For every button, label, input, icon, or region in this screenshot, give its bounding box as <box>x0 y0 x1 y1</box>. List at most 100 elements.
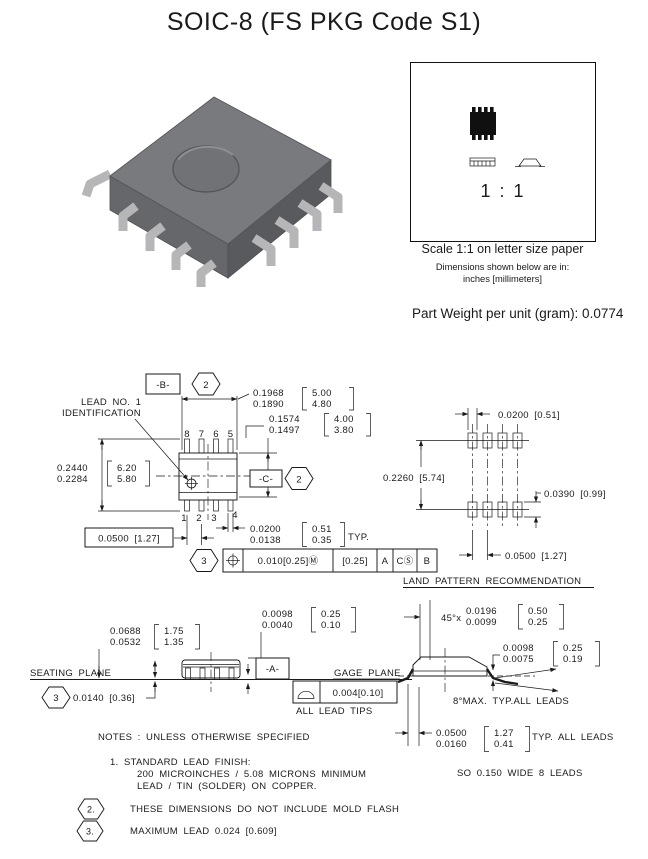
seating-plane-label: SEATING PLANE <box>30 668 111 679</box>
svg-text:0.0390 [0.99]: 0.0390 [0.99] <box>544 489 606 500</box>
svg-text:B: B <box>424 556 431 567</box>
lp-dim-span: 0.2260 [5.74] <box>383 440 445 510</box>
svg-text:0.010[0.25]Ⓜ: 0.010[0.25]Ⓜ <box>258 556 319 567</box>
svg-text:TYP.: TYP. <box>348 532 369 543</box>
svg-text:4: 4 <box>232 510 238 521</box>
part-weight: Part Weight per unit (gram): 0.0774 <box>412 306 624 321</box>
svg-text:0.0098: 0.0098 <box>262 609 293 620</box>
svg-text:0.0500: 0.0500 <box>436 728 467 739</box>
svg-text:0.2440: 0.2440 <box>57 463 88 474</box>
lead-tip-frame: 0.004[0.10] ALL LEAD TIPS <box>292 680 398 717</box>
svg-text:3.80: 3.80 <box>334 425 354 436</box>
svg-text:2: 2 <box>203 380 209 391</box>
land-pattern-title: LAND PATTERN RECOMMENDATION <box>403 576 581 587</box>
datum-a-label: -A- <box>266 664 280 675</box>
svg-text:1.75: 1.75 <box>164 626 184 637</box>
pin-numbers: 8 7 6 5 1 2 3 4 <box>181 429 238 524</box>
svg-text:0.0196: 0.0196 <box>466 606 497 617</box>
svg-text:0.0200: 0.0200 <box>250 524 281 535</box>
svg-text:TYP. ALL LEADS: TYP. ALL LEADS <box>532 732 614 743</box>
svg-text:2: 2 <box>196 513 202 524</box>
page-title: SOIC-8 (FS PKG Code S1) <box>166 8 482 36</box>
side-view-front: SEATING PLANE 0.0688 0.0532 1.75 1.35 <box>30 607 412 709</box>
svg-text:0.1968: 0.1968 <box>253 388 284 399</box>
scale-ratio: 1 : 1 <box>480 181 525 201</box>
svg-text:0.0532: 0.0532 <box>110 637 141 648</box>
svg-text:0.0140 [0.36]: 0.0140 [0.36] <box>73 693 135 704</box>
svg-text:1.27: 1.27 <box>494 728 514 739</box>
dim-body-width: 0.1574 0.1497 4.00 3.80 -C- 2 <box>239 413 371 498</box>
scale-units-note-1: Dimensions shown below are in: <box>435 262 570 272</box>
front-leads <box>185 667 235 680</box>
svg-text:2.: 2. <box>87 805 95 815</box>
svg-text:0.0075: 0.0075 <box>503 654 534 665</box>
svg-text:0.51: 0.51 <box>312 524 332 535</box>
svg-text:MAXIMUM LEAD 0.024 [0.609]: MAXIMUM LEAD 0.024 [0.609] <box>130 826 277 837</box>
svg-text:0.0040: 0.0040 <box>262 620 293 631</box>
lp-dim-pitch: 0.0500 [1.27] <box>459 530 567 562</box>
top-leads <box>184 438 234 512</box>
dim-foot: 0.0500 0.0160 1.27 0.41 TYP. ALL LEADS <box>395 684 614 752</box>
svg-text:3: 3 <box>201 556 207 567</box>
chip-top-view-icon <box>470 107 496 140</box>
svg-text:0.004[0.10]: 0.004[0.10] <box>333 688 384 699</box>
svg-text:7: 7 <box>199 429 205 440</box>
svg-text:4.80: 4.80 <box>312 399 332 410</box>
svg-text:3.: 3. <box>86 827 94 837</box>
dim-lead-width: 0.0200 0.0138 0.51 0.35 TYP. <box>216 513 369 547</box>
dim-lead-thickness: 0.0098 0.0075 0.25 0.19 <box>490 641 600 691</box>
dim-span: 0.2440 0.2284 6.20 5.80 <box>57 438 180 512</box>
notes: NOTES : UNLESS OTHERWISE SPECIFIED 1. ST… <box>76 732 399 842</box>
svg-text:0.25: 0.25 <box>563 643 583 654</box>
svg-text:0.0160: 0.0160 <box>436 739 467 750</box>
svg-text:5: 5 <box>228 429 234 440</box>
svg-text:0.0138: 0.0138 <box>250 535 281 546</box>
svg-text:0.0200 [0.51]: 0.0200 [0.51] <box>498 410 560 421</box>
svg-text:A: A <box>382 556 389 567</box>
svg-text:THESE DIMENSIONS DO NOT INCLUD: THESE DIMENSIONS DO NOT INCLUDE MOLD FLA… <box>130 804 399 815</box>
datum-b-label: -B- <box>156 380 170 391</box>
svg-text:0.1497: 0.1497 <box>269 425 300 436</box>
svg-text:0.2260 [5.74]: 0.2260 [5.74] <box>383 473 445 484</box>
svg-text:1. STANDARD LEAD FINISH:: 1. STANDARD LEAD FINISH: <box>110 757 251 768</box>
svg-text:0.1890: 0.1890 <box>253 399 284 410</box>
land-pads <box>416 424 529 526</box>
position-symbol-icon <box>226 553 240 568</box>
so-package-note: SO 0.150 WIDE 8 LEADS <box>457 768 583 779</box>
top-view: -B- 2 LEAD NO. 1 IDENTIFICATION <box>57 372 438 573</box>
land-pattern: 0.0200 [0.51] 0.2260 [5.74] 0.0390 [0.99… <box>383 408 606 588</box>
dim-coplanarity: 3 0.0140 [0.36] <box>41 681 158 709</box>
svg-text:0.2284: 0.2284 <box>57 474 88 485</box>
svg-text:0.0500 [1.27]: 0.0500 [1.27] <box>98 534 160 545</box>
svg-text:45°x: 45°x <box>441 613 461 624</box>
svg-text:[0.25]: [0.25] <box>342 556 368 567</box>
svg-text:0.0500 [1.27]: 0.0500 [1.27] <box>505 551 567 562</box>
svg-text:0.10: 0.10 <box>321 620 341 631</box>
svg-text:0.1574: 0.1574 <box>269 414 300 425</box>
lead-tip-profile-icon <box>297 691 315 699</box>
package-3d-image <box>81 96 343 287</box>
lp-dim-pad-height: 0.0390 [0.99] <box>524 489 606 528</box>
svg-text:6: 6 <box>213 429 219 440</box>
flag-3-hexagon <box>189 549 219 572</box>
svg-text:0.0098: 0.0098 <box>503 643 534 654</box>
svg-text:2: 2 <box>296 475 302 486</box>
notes-header: NOTES : UNLESS OTHERWISE SPECIFIED <box>98 732 310 743</box>
scale-units-note-2: inches [millimeters] <box>462 274 543 284</box>
flag-3-hexagon <box>76 820 104 842</box>
svg-text:3: 3 <box>53 693 59 704</box>
package-3d-leads-right <box>251 182 343 266</box>
flag-2-hexagon <box>191 372 221 396</box>
lead-angle-note: 8°MAX. TYP.ALL LEADS <box>453 696 569 707</box>
dim-height: 0.0688 0.0532 1.75 1.35 <box>96 624 200 679</box>
svg-text:1.35: 1.35 <box>164 637 184 648</box>
svg-text:0.50: 0.50 <box>528 606 548 617</box>
side-view-end: GAGE PLANE 45°x 0.0196 0.0099 0.50 0.25 <box>292 600 614 779</box>
package-3d-leads-back <box>81 169 113 198</box>
dim-chamfer: 45°x 0.0196 0.0099 0.50 0.25 <box>404 600 564 660</box>
lead1-id-label: LEAD NO. 1 <box>81 397 141 408</box>
dim-pitch: 0.0500 [1.27] <box>84 515 214 548</box>
flag-2-hexagon <box>77 798 105 820</box>
svg-text:ALL LEAD TIPS: ALL LEAD TIPS <box>296 706 373 717</box>
